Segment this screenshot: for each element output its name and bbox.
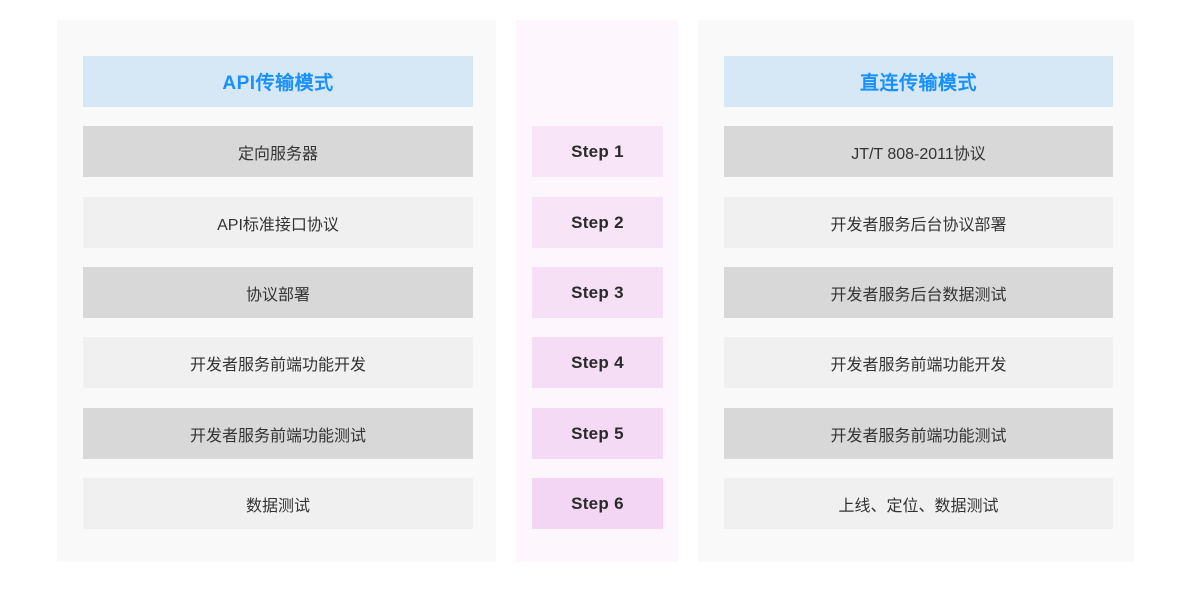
right-column-header: 直连传输模式 [724, 56, 1113, 107]
step-box-1: Step 1 [532, 126, 663, 177]
left-column-panel: API传输模式 定向服务器 API标准接口协议 协议部署 开发者服务前端功能开发… [57, 20, 496, 562]
step-box-6: Step 6 [532, 478, 663, 529]
right-row-2: 开发者服务后台协议部署 [724, 197, 1113, 248]
left-row-6: 数据测试 [83, 478, 473, 529]
step-box-5: Step 5 [532, 408, 663, 459]
step-column-stack: Step 1 Step 2 Step 3 Step 4 Step 5 Step … [516, 20, 678, 562]
right-row-3: 开发者服务后台数据测试 [724, 267, 1113, 318]
right-row-5: 开发者服务前端功能测试 [724, 408, 1113, 459]
step-box-4: Step 4 [532, 337, 663, 388]
step-column-panel: Step 1 Step 2 Step 3 Step 4 Step 5 Step … [516, 20, 678, 562]
left-column-stack: API传输模式 定向服务器 API标准接口协议 协议部署 开发者服务前端功能开发… [57, 20, 496, 562]
right-column-stack: 直连传输模式 JT/T 808-2011协议 开发者服务后台协议部署 开发者服务… [698, 20, 1134, 562]
left-column-header: API传输模式 [83, 56, 473, 107]
left-row-3: 协议部署 [83, 267, 473, 318]
right-row-4: 开发者服务前端功能开发 [724, 337, 1113, 388]
right-row-6: 上线、定位、数据测试 [724, 478, 1113, 529]
right-row-1: JT/T 808-2011协议 [724, 126, 1113, 177]
left-row-5: 开发者服务前端功能测试 [83, 408, 473, 459]
step-box-2: Step 2 [532, 197, 663, 248]
right-column-panel: 直连传输模式 JT/T 808-2011协议 开发者服务后台协议部署 开发者服务… [698, 20, 1134, 562]
left-row-2: API标准接口协议 [83, 197, 473, 248]
left-row-1: 定向服务器 [83, 126, 473, 177]
left-row-4: 开发者服务前端功能开发 [83, 337, 473, 388]
step-box-3: Step 3 [532, 267, 663, 318]
